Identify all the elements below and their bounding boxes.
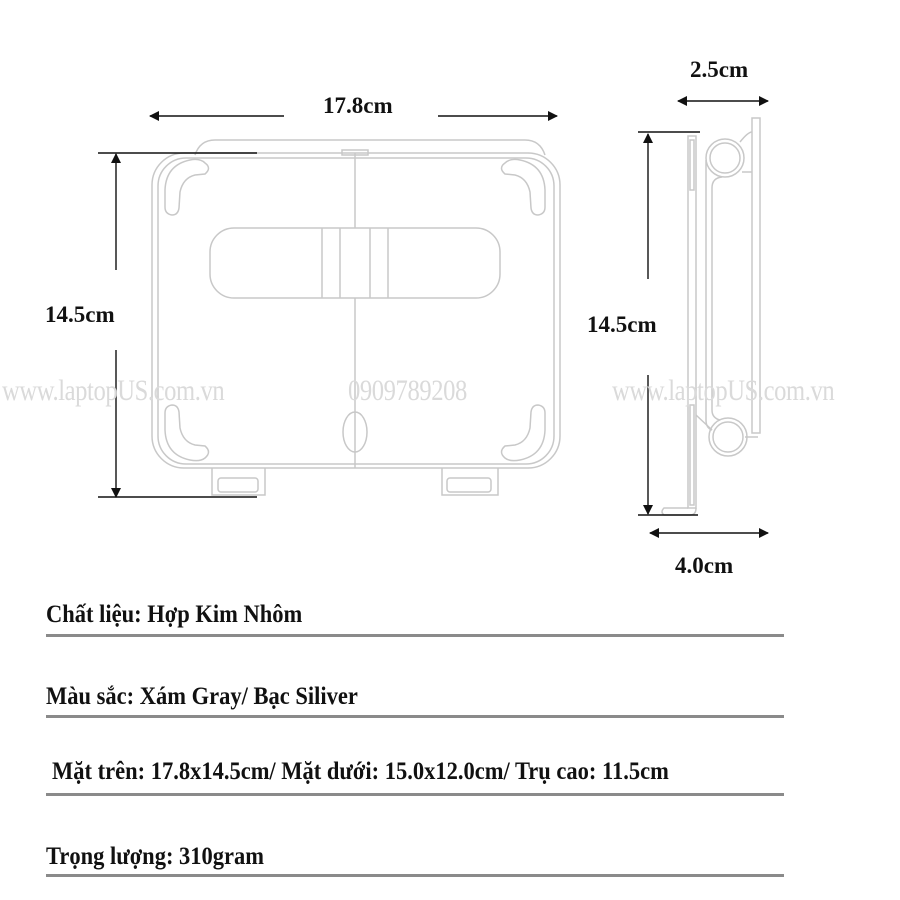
product-drawing <box>98 96 769 538</box>
watermark-website-right: www.laptopUS.com.vn <box>612 374 835 407</box>
side-base-depth-label: 4.0cm <box>675 553 734 578</box>
spec-color-underline <box>46 715 784 718</box>
front-view-plate <box>151 139 561 496</box>
spec-dimensions: Mặt trên: 17.8x14.5cm/ Mặt dưới: 15.0x12… <box>52 758 669 785</box>
spec-weight-underline <box>46 874 784 877</box>
watermark-phone: 0909789208 <box>348 374 467 407</box>
side-view-profile <box>661 117 761 516</box>
front-dimension-lines <box>98 111 558 498</box>
front-height-label: 14.5cm <box>45 302 115 327</box>
spec-material-underline <box>46 634 784 637</box>
side-height-label: 14.5cm <box>587 312 657 337</box>
spec-dimensions-underline <box>46 793 784 796</box>
side-dimension-lines <box>638 96 769 538</box>
side-thickness-label: 2.5cm <box>690 57 749 82</box>
watermark-website-left: www.laptopUS.com.vn <box>2 374 225 407</box>
front-width-label: 17.8cm <box>323 93 393 118</box>
spec-color: Màu sắc: Xám Gray/ Bạc Siliver <box>46 683 358 710</box>
spec-material: Chất liệu: Hợp Kim Nhôm <box>46 601 303 628</box>
spec-weight: Trọng lượng: 310gram <box>46 843 265 870</box>
